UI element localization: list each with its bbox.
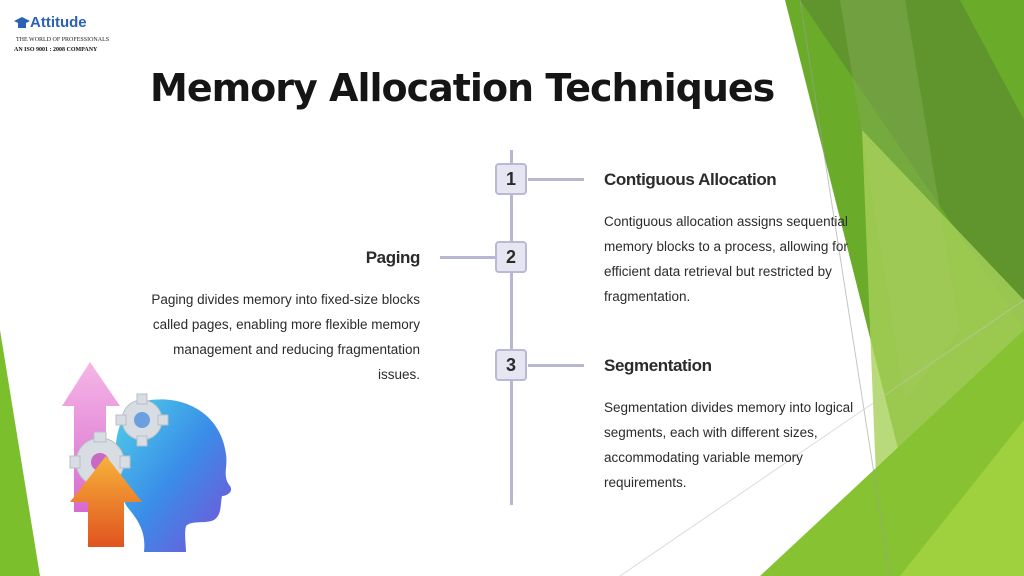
paging-heading: Paging bbox=[365, 248, 421, 267]
logo-certification: AN ISO 9001 : 2008 COMPANY bbox=[14, 47, 98, 53]
head-gears-arrows-illustration bbox=[62, 362, 232, 552]
connector-3 bbox=[528, 364, 584, 367]
timeline-line bbox=[510, 150, 513, 505]
step-badge-1: 1 bbox=[495, 163, 527, 195]
contiguous-allocation-description: Contiguous allocation assigns sequential… bbox=[604, 214, 848, 304]
segmentation-heading: Segmentation bbox=[604, 356, 712, 375]
contiguous-allocation-heading: Contiguous Allocation bbox=[604, 170, 777, 189]
connector-1 bbox=[528, 178, 584, 181]
segmentation-description: Segmentation divides memory into logical… bbox=[604, 400, 854, 490]
connector-2 bbox=[440, 256, 496, 259]
logo-brand: Attitude bbox=[30, 14, 87, 31]
step-badge-2: 2 bbox=[495, 241, 527, 273]
graduation-cap-icon bbox=[14, 17, 30, 28]
logo-tagline: THE WORLD OF PROFESSIONALS bbox=[16, 37, 110, 43]
company-logo: Attitude THE WORLD OF PROFESSIONALS AN I… bbox=[14, 14, 134, 58]
step-badge-3: 3 bbox=[495, 349, 527, 381]
paging-description: Paging divides memory into fixed-size bl… bbox=[151, 292, 420, 382]
page-title: Memory Allocation Techniques bbox=[150, 66, 775, 110]
